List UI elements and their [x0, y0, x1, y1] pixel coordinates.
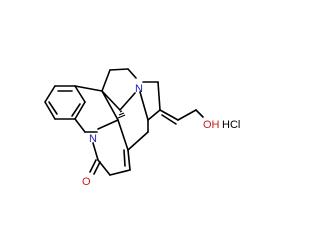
atom-label-hydroxyl: OH [203, 119, 220, 131]
atom-label-n-indole: N [89, 133, 97, 145]
pyrrolidine-ring [101, 68, 137, 111]
salt-label-hcl: HCl [222, 119, 240, 131]
amine-bridge [139, 81, 161, 121]
stereo-hatch-bond [117, 110, 126, 119]
carbonyl-bond [89, 159, 101, 175]
benzene-ring [44, 85, 86, 120]
indoline-ring [74, 85, 119, 133]
atom-label-o-carbonyl: O [82, 176, 91, 188]
molecule-structure: N N O OH HCl [44, 68, 240, 188]
lactam-ring [92, 119, 149, 176]
atom-label-n-amine: N [135, 83, 143, 95]
hydroxyethylidene-chain [159, 109, 204, 125]
